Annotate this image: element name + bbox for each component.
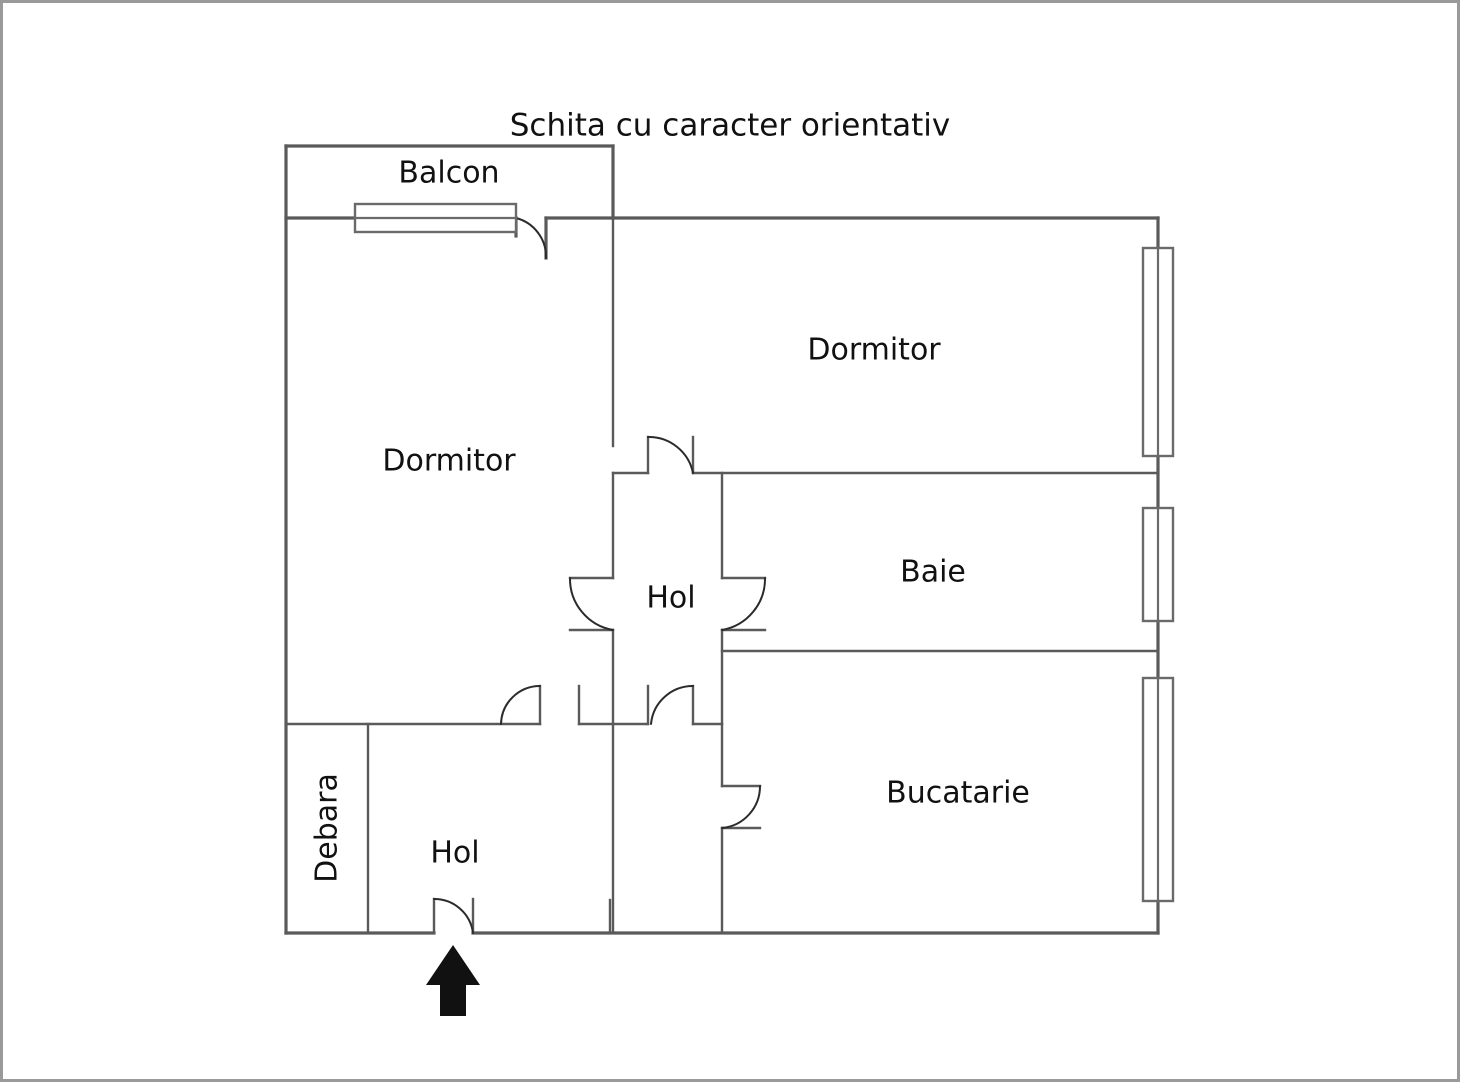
room-label-debara: Debara bbox=[310, 773, 345, 883]
room-label-dormitor-1: Dormitor bbox=[382, 444, 516, 479]
floor-plan-drawing: Schita cu caracter orientativ bbox=[284, 108, 1175, 1016]
room-label-balcon: Balcon bbox=[398, 156, 499, 191]
room-labels: Balcon Dormitor Dormitor Baie Bucatarie … bbox=[310, 156, 1030, 883]
page-title: Schita cu caracter orientativ bbox=[510, 108, 951, 144]
room-label-baie: Baie bbox=[900, 555, 966, 590]
door-arc-bucatarie bbox=[721, 785, 762, 829]
door-arc-hol-a bbox=[500, 685, 541, 725]
door-swings bbox=[433, 217, 767, 934]
door-arc-entrance bbox=[433, 897, 474, 934]
door-arc-dormitor2 bbox=[647, 435, 694, 474]
room-label-dormitor-2: Dormitor bbox=[807, 333, 941, 368]
windows bbox=[353, 202, 1175, 903]
entrance-arrow bbox=[426, 945, 480, 1016]
door-arc-baie bbox=[721, 577, 767, 631]
room-label-hol-entry: Hol bbox=[430, 836, 479, 871]
door-arc-balcony bbox=[515, 217, 548, 259]
interior-walls bbox=[284, 216, 1160, 935]
door-arc-dormitor1 bbox=[568, 577, 614, 631]
door-arc-hol-b bbox=[650, 684, 694, 725]
room-label-hol-central: Hol bbox=[646, 581, 695, 616]
room-label-bucatarie: Bucatarie bbox=[886, 776, 1030, 811]
entrance-arrow-shape bbox=[426, 945, 480, 1016]
